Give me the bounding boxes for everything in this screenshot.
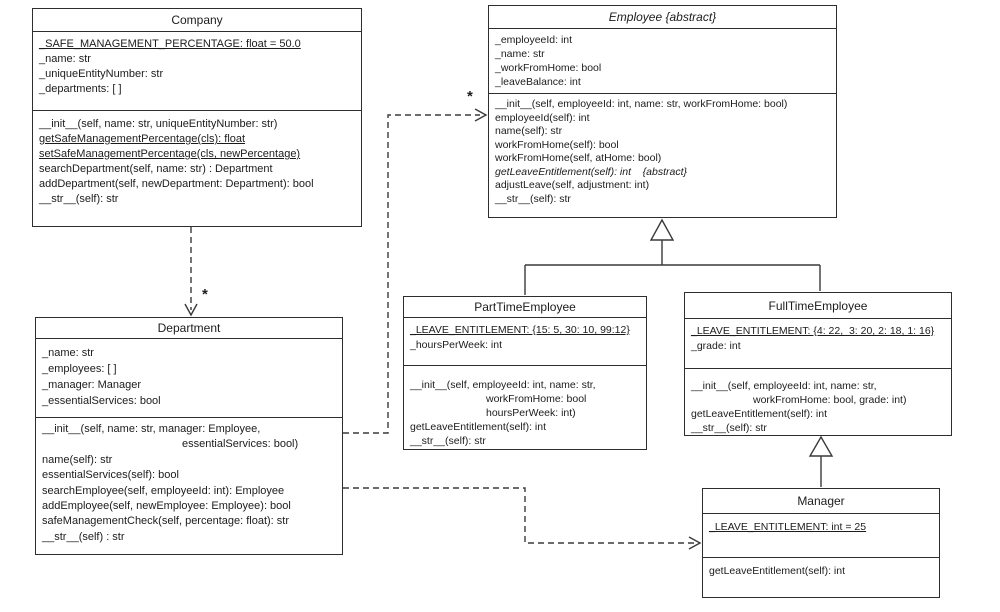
class-department: Department _name: str _employees: [ ] _mana…: [35, 317, 343, 555]
methods-compartment: __init__(self, employeeId: int, name: st…: [685, 369, 951, 435]
member-row: __str__(self): str: [410, 435, 486, 447]
member-row: workFromHome: bool, grade: int): [753, 394, 907, 406]
member-row: workFromHome: bool: [486, 393, 587, 405]
methods-compartment: __init__(self, name: str, uniqueEntityNu…: [33, 111, 361, 226]
member-row: workFromHome(self, atHome: bool): [495, 152, 662, 164]
member-row: _leaveBalance: int: [495, 76, 581, 88]
member-row: _workFromHome: bool: [495, 62, 602, 74]
member-row: addDepartment(self, newDepartment: Depar…: [39, 178, 314, 190]
member-row: __init__(self, employeeId: int, name: st…: [691, 380, 877, 392]
relation-subclasses-employee-generalization: [524, 218, 821, 295]
member-row: searchEmployee(self, employeeId: int): E…: [42, 484, 285, 497]
member-row: name(self): str: [495, 125, 563, 137]
class-title: Employee {abstract}: [489, 6, 836, 29]
member-row: __init__(self, employeeId: int, name: st…: [410, 379, 596, 391]
member-row: _employeeId: int: [495, 34, 573, 46]
class-title: Manager: [703, 489, 939, 514]
member-row: adjustLeave(self, adjustment: int): [495, 179, 650, 191]
member-row: workFromHome(self): bool: [495, 138, 619, 151]
member-row: addEmployee(self, newEmployee: Employee)…: [42, 500, 291, 513]
member-row: searchDepartment(self, name: str) : Depa…: [39, 163, 273, 175]
member-row: name(self): str: [42, 453, 113, 466]
member-row: _name: str: [42, 347, 94, 359]
attributes-compartment: _name: str _employees: [ ] _manager: Manag…: [36, 339, 342, 418]
member-row: __str__(self): str: [495, 192, 571, 205]
methods-compartment: getLeaveEntitlement(self): int: [703, 558, 939, 597]
member-row: employeeId(self): int: [495, 111, 590, 124]
attributes-compartment: _LEAVE_ENTITLEMENT: {4: 22, 3: 20, 2: 18…: [685, 319, 951, 369]
member-row: _departments: [ ]: [39, 83, 122, 95]
class-title: FullTimeEmployee: [685, 293, 951, 319]
member-row: _SAFE_MANAGEMENT_PERCENTAGE: float = 50.…: [39, 38, 301, 50]
member-row: __str__(self): str: [691, 422, 767, 434]
class-manager: Manager _LEAVE_ENTITLEMENT: int = 25 getLe…: [702, 488, 940, 598]
member-row: __str__(self): str: [39, 193, 119, 205]
attributes-compartment: _LEAVE_ENTITLEMENT: int = 25: [703, 514, 939, 558]
member-row: safeManagementCheck(self, percentage: fl…: [42, 515, 290, 528]
member-row: __init__(self, name: str, uniqueEntityNu…: [39, 118, 278, 130]
member-row: essentialServices: bool): [182, 438, 299, 451]
member-row: _manager: Manager: [42, 379, 142, 391]
attributes-compartment: _employeeId: int _name: str _workFromHome:…: [489, 29, 836, 94]
class-employee: Employee {abstract} _employeeId: int _name…: [488, 5, 837, 218]
member-row: _grade: int: [691, 340, 741, 352]
member-row: getLeaveEntitlement(self): int: [691, 408, 827, 420]
member-row: _LEAVE_ENTITLEMENT: {15: 5, 30: 10, 99:1…: [410, 324, 630, 336]
multiplicity-department-employee: *: [467, 88, 473, 105]
multiplicity-company-department: *: [202, 286, 208, 303]
relation-department-manager: [343, 487, 702, 550]
member-row: __init__(self, name: str, manager: Emplo…: [42, 423, 261, 435]
attributes-compartment: _LEAVE_ENTITLEMENT: {15: 5, 30: 10, 99:1…: [404, 318, 646, 366]
member-row: __init__(self, employeeId: int, name: st…: [495, 98, 788, 110]
member-row: getLeaveEntitlement(self): int: [410, 421, 546, 433]
member-row: _essentialServices: bool: [42, 395, 161, 407]
member-row: hoursPerWeek: int): [486, 407, 576, 419]
class-parttime: PartTimeEmployee _LEAVE_ENTITLEMENT: {15:…: [403, 296, 647, 450]
member-row: __str__(self) : str: [42, 530, 125, 543]
member-row: _name: str: [39, 53, 91, 65]
class-title: Company: [33, 9, 361, 32]
member-row: _hoursPerWeek: int: [410, 339, 503, 351]
class-company: Company _SAFE_MANAGEMENT_PERCENTAGE: floa…: [32, 8, 362, 227]
methods-compartment: __init__(self, name: str, manager: Emplo…: [36, 418, 342, 554]
relation-company-department: [184, 227, 198, 317]
member-row: _name: str: [495, 48, 545, 60]
member-row: getLeaveEntitlement(self): int: [709, 565, 845, 577]
relation-department-employee: [343, 108, 488, 434]
member-row: _employees: [ ]: [42, 363, 117, 375]
attributes-compartment: _SAFE_MANAGEMENT_PERCENTAGE: float = 50.…: [33, 32, 361, 111]
member-row: setSafeManagementPercentage(cls, newPerc…: [39, 148, 301, 160]
member-row: _LEAVE_ENTITLEMENT: {4: 22, 3: 20, 2: 18…: [691, 325, 935, 337]
class-title: PartTimeEmployee: [404, 297, 646, 318]
member-row: getLeaveEntitlement(self): int {abstract…: [495, 165, 688, 178]
member-row: getSafeManagementPercentage(cls): float: [39, 133, 246, 145]
member-row: _uniqueEntityNumber: str: [39, 68, 164, 80]
member-row: _LEAVE_ENTITLEMENT: int = 25: [709, 521, 867, 533]
class-title: Department: [36, 318, 342, 339]
methods-compartment: __init__(self, employeeId: int, name: st…: [404, 366, 646, 449]
member-row: essentialServices(self): bool: [42, 469, 179, 482]
relation-manager-fulltime-generalization: [808, 435, 834, 487]
class-fulltime: FullTimeEmployee _LEAVE_ENTITLEMENT: {4: …: [684, 292, 952, 436]
methods-compartment: __init__(self, employeeId: int, name: st…: [489, 94, 836, 217]
